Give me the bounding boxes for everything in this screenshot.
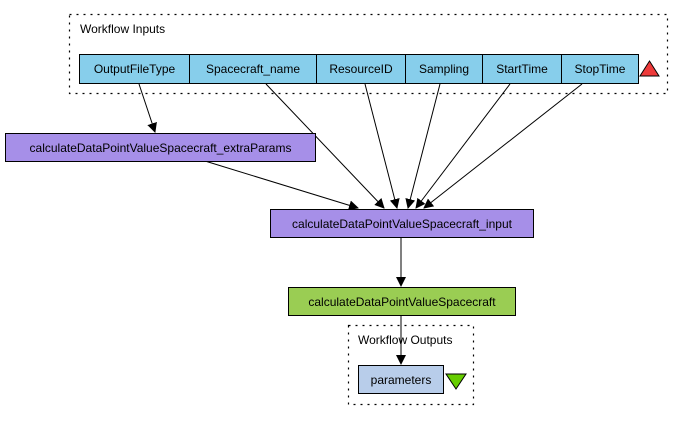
output-port-parameters[interactable]: parameters — [358, 365, 444, 394]
workflow-outputs-cluster: Workflow Outputs — [347, 324, 475, 406]
input-port-stoptime[interactable]: StopTime — [561, 54, 639, 84]
edge-starttime-input — [415, 83, 511, 209]
edges — [138, 83, 583, 365]
edge-stoptime-input — [423, 83, 583, 209]
workflow-outputs-label: Workflow Outputs — [358, 333, 452, 347]
edge-outputfiletype-extraparams — [138, 83, 157, 133]
input-port-outputfiletype[interactable]: OutputFileType — [79, 54, 190, 84]
edge-extraparams-input — [204, 160, 359, 211]
input-port-starttime[interactable]: StartTime — [482, 54, 562, 84]
input-port-label: ResourceID — [329, 62, 393, 76]
edge-spacecraftname-input — [265, 83, 385, 209]
input-port-label: StopTime — [575, 62, 626, 76]
processor-label: calculateDataPointValueSpacecraft_input — [292, 217, 513, 231]
input-port-sampling[interactable]: Sampling — [405, 54, 483, 84]
processor-label: calculateDataPointValueSpacecraft — [308, 295, 496, 309]
output-marker-triangle-icon — [445, 373, 467, 390]
edge-sampling-input — [405, 83, 441, 209]
edge-resourceid-input — [364, 83, 400, 209]
workflow-inputs-cluster: Workflow Inputs — [68, 13, 669, 95]
processor-main[interactable]: calculateDataPointValueSpacecraft — [288, 287, 516, 316]
processor-label: calculateDataPointValueSpacecraft_extraP… — [30, 141, 292, 155]
processor-input[interactable]: calculateDataPointValueSpacecraft_input — [270, 209, 534, 238]
input-marker-triangle-icon — [639, 60, 660, 77]
workflow-inputs-label: Workflow Inputs — [80, 22, 165, 36]
input-port-resourceid[interactable]: ResourceID — [316, 54, 406, 84]
input-port-spacecraft-name[interactable]: Spacecraft_name — [189, 54, 317, 84]
input-port-label: Spacecraft_name — [206, 62, 300, 76]
output-port-label: parameters — [371, 373, 432, 387]
input-port-label: Sampling — [419, 62, 469, 76]
input-port-label: StartTime — [496, 62, 548, 76]
processor-extraparams[interactable]: calculateDataPointValueSpacecraft_extraP… — [5, 133, 316, 162]
input-port-label: OutputFileType — [94, 62, 176, 76]
